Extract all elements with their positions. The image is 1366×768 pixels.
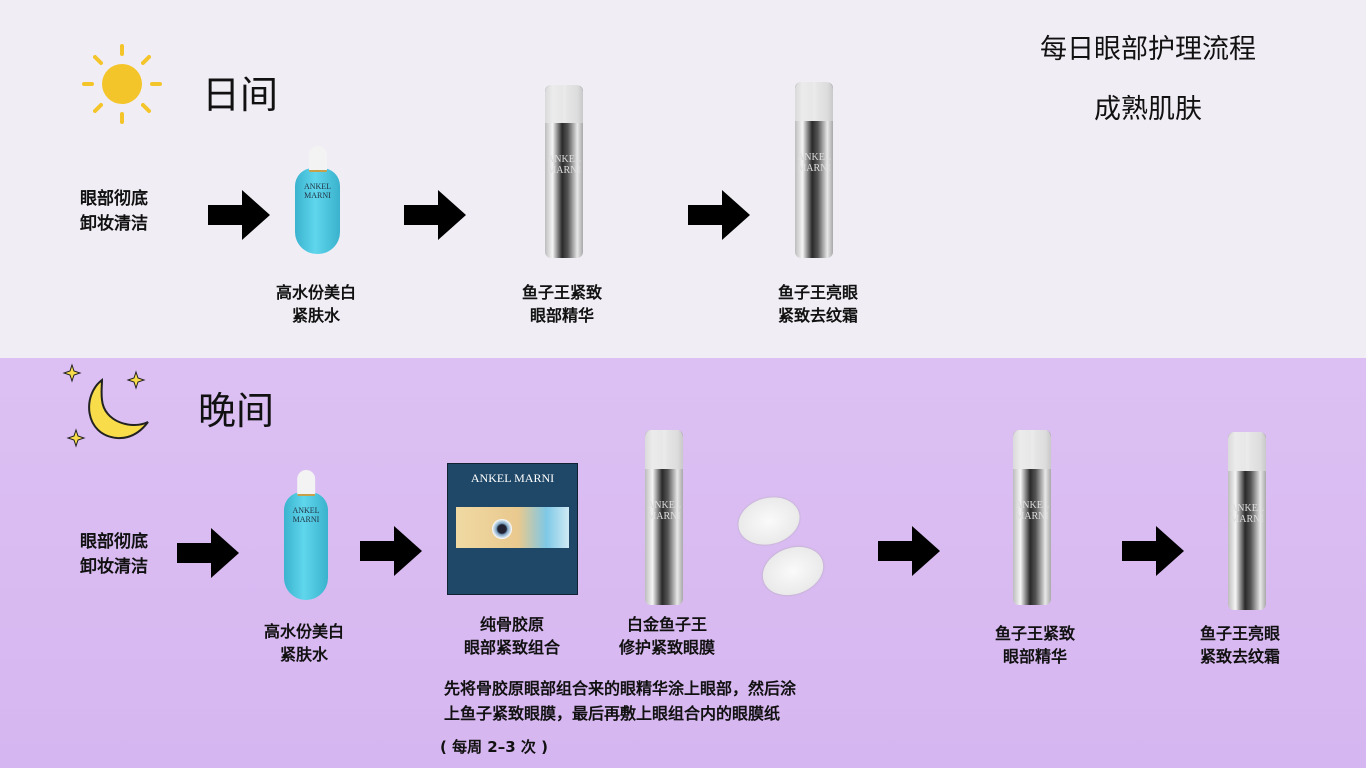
night-instruction-note: 先将骨胶原眼部组合来的眼精华涂上眼部，然后涂上鱼子紧致眼膜，最后再敷上眼组合内的… <box>444 679 797 723</box>
step-label-line: 卸妆清洁 <box>80 214 148 234</box>
step-label-line: 眼部彻底 <box>80 189 148 209</box>
night-section: 晚间 眼部彻底 卸妆清洁 ANKEL MARNI 高水份美白紧肤水 ANKEL … <box>0 358 1366 768</box>
night-step-4-label: 鱼子王紧致眼部精华 <box>994 624 1076 666</box>
eye-serum-bottle-image: ANKEL MARNI <box>545 85 583 258</box>
day-heading: 日间 <box>202 73 279 117</box>
day-start-step: 眼部彻底 卸妆清洁 <box>80 187 148 237</box>
eye-patch-image <box>733 490 805 552</box>
night-heading: 晚间 <box>198 389 275 433</box>
arrow-right-icon <box>177 528 239 578</box>
arrow-right-icon <box>360 526 422 576</box>
night-step-1-label: 高水份美白紧肤水 <box>263 622 345 664</box>
night-step-2-label: 纯骨胶原眼部紧致组合 <box>463 615 561 657</box>
night-step-5-label: 鱼子王亮眼紧致去纹霜 <box>1199 624 1281 666</box>
day-step-2-label: 鱼子王紧致眼部精华 <box>521 283 603 325</box>
frequency-note: ( 每周 2–3 次 ) <box>440 738 548 756</box>
eye-serum-bottle-image: ANKEL MARNI <box>1013 430 1051 605</box>
night-step-3-label: 白金鱼子王修护紧致眼膜 <box>618 615 716 657</box>
toner-bottle-image: ANKEL MARNI <box>284 470 328 600</box>
day-section: 日间 每日眼部护理流程 成熟肌肤 眼部彻底 卸妆清洁 ANKEL MARNI 高… <box>0 0 1366 358</box>
eye-patch-image <box>756 538 830 604</box>
eye-cream-bottle-image: ANKEL MARNI <box>1228 432 1266 610</box>
page-title: 每日眼部护理流程 <box>1040 34 1256 65</box>
day-step-1-label: 高水份美白紧肤水 <box>275 283 357 325</box>
night-start-step: 眼部彻底 卸妆清洁 <box>80 530 148 580</box>
step-label-line: 卸妆清洁 <box>80 557 148 577</box>
step-label-line: 眼部彻底 <box>80 532 148 552</box>
day-step-3-label: 鱼子王亮眼紧致去纹霜 <box>777 283 859 325</box>
page-subtitle: 成熟肌肤 <box>1094 94 1202 125</box>
arrow-right-icon <box>404 190 466 240</box>
moon-icon <box>62 363 149 448</box>
eye-mask-serum-bottle-image: ANKEL MARNI <box>645 430 683 605</box>
eye-cream-bottle-image: ANKEL MARNI <box>795 82 833 258</box>
sun-icon <box>82 44 162 124</box>
arrow-right-icon <box>878 526 940 576</box>
arrow-right-icon <box>1122 526 1184 576</box>
arrow-right-icon <box>688 190 750 240</box>
toner-bottle-image: ANKEL MARNI <box>295 146 340 254</box>
arrow-right-icon <box>208 190 270 240</box>
collagen-eye-kit-box-image: ANKEL MARNI <box>447 463 578 595</box>
